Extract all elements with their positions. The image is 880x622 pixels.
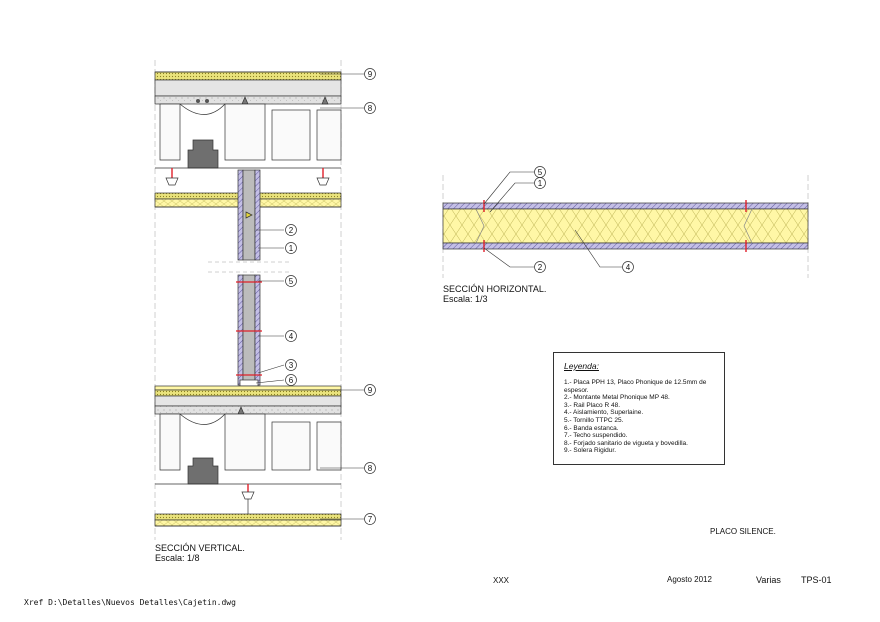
callout-9-top: 9 [368,70,373,79]
vertical-section-leaders [255,73,364,520]
callout-7-v: 7 [368,515,373,524]
vertical-section-scale: Escala: 1/8 [155,553,200,563]
callout-2-h: 2 [538,263,543,272]
callout-9-bottom: 9 [368,386,373,395]
callout-markers [285,68,634,525]
legend-item: 6.- Banda estanca. [564,424,619,432]
legend-list: 1.- Placa PPH 13, Placo Phonique de 12.5… [564,379,722,455]
legend-item: 1.- Placa PPH 13, Placo Phonique de 12.5… [564,379,707,394]
callout-4-h: 4 [626,263,631,272]
legend-item: 4.- Aislamiento, Superlaine. [564,409,644,417]
vertical-section-drawing [154,60,342,540]
legend-title: Leyenda: [564,361,599,371]
callout-2-v: 2 [289,226,294,235]
callout-1-h: 1 [538,179,543,188]
titleblock-sheet: TPS-01 [801,575,832,585]
callout-4-v: 4 [289,332,294,341]
callout-8-top: 8 [368,104,373,113]
callout-5-v: 5 [289,277,294,286]
callout-1-v: 1 [289,244,294,253]
titleblock-code: XXX [493,576,510,585]
titleblock-date: Agosto 2012 [667,575,712,584]
legend-item: 3.- Rail Placo R 48. [564,401,620,409]
horizontal-section-drawing [442,175,809,278]
legend-item: 9.- Solera Rigidur. [564,447,617,455]
callout-8-bottom: 8 [368,464,373,473]
horizontal-section-leaders [483,171,622,268]
legend-item: 5.- Tornillo TTPC 25. [564,416,624,424]
callout-5-h: 5 [538,168,543,177]
project-title: PLACO SILENCE. [710,527,776,536]
callout-labels: 9 8 2 1 5 4 3 6 9 8 7 5 1 2 4 [289,70,631,524]
vertical-section-title: SECCIÓN VERTICAL. [155,543,245,553]
legend-item: 2.- Montante Metal Phonique MP 48. [564,394,670,402]
horizontal-section-scale: Escala: 1/3 [443,294,488,304]
xref-path: Xref D:\Detalles\Nuevos Detalles\Cajetin… [24,598,236,607]
legend-item: 8.- Forjado sanitario de vigueta y boved… [564,439,688,447]
horizontal-section-title: SECCIÓN HORIZONTAL. [443,284,547,294]
callout-6-v: 6 [289,376,294,385]
legend-item: 7.- Techo suspendido. [564,432,628,440]
titleblock-scale: Varias [756,575,781,585]
callout-3-v: 3 [289,361,294,370]
legend-box: Leyenda: 1.- Placa PPH 13, Placo Phoniqu… [553,352,725,465]
